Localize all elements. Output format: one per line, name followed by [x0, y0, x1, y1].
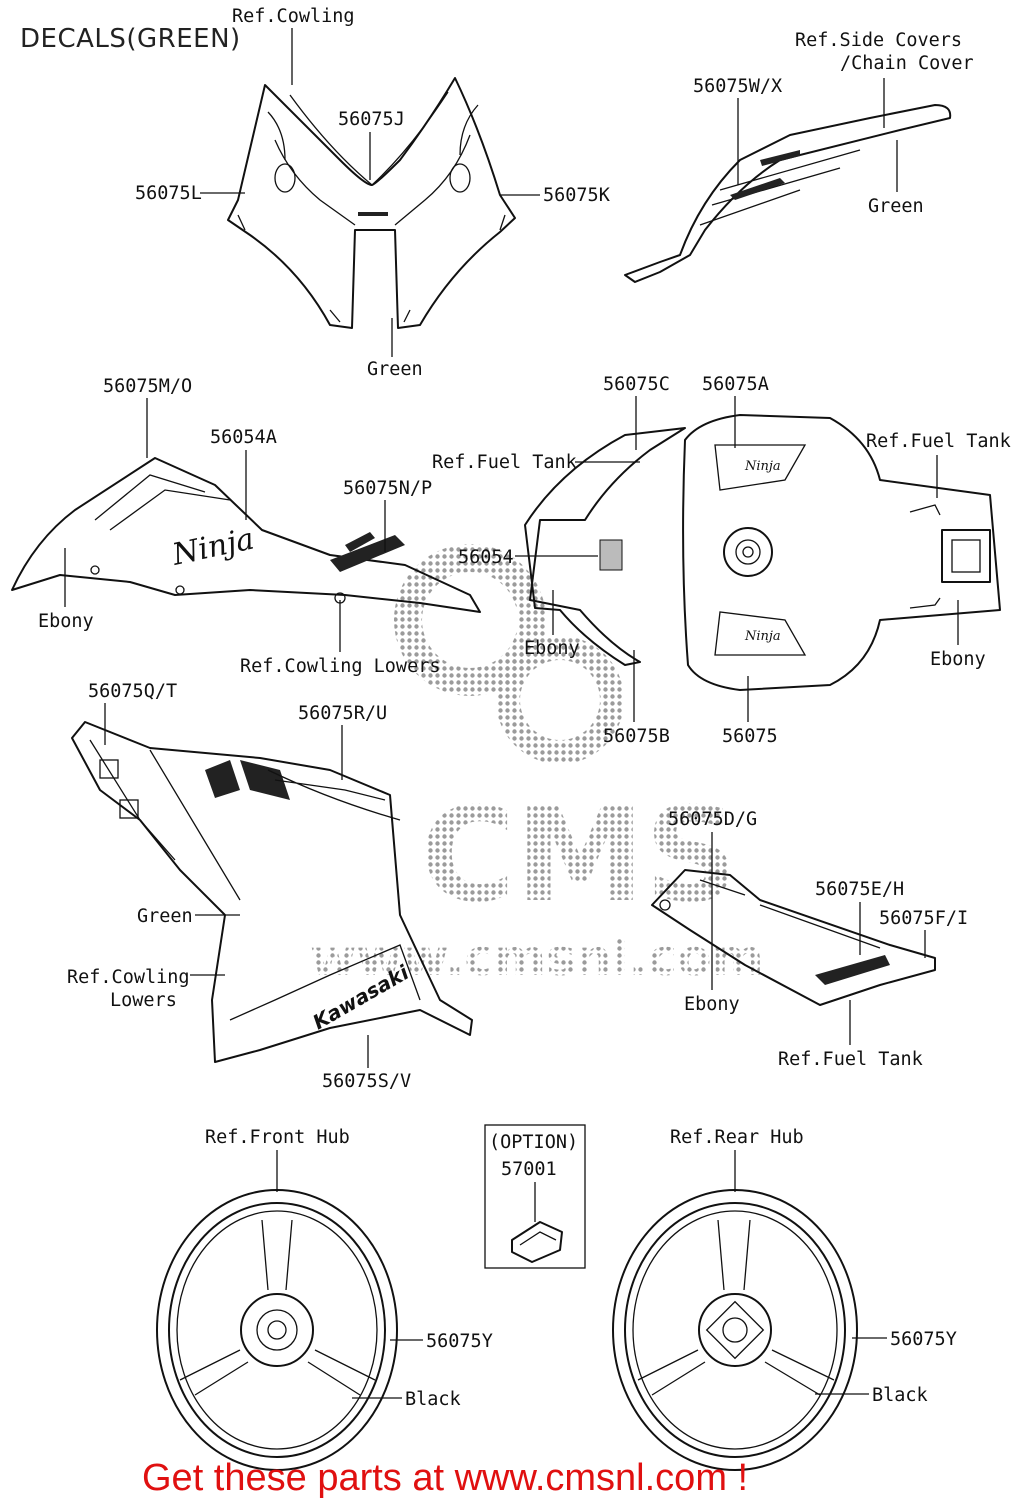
label-56075Y-front: 56075Y	[426, 1331, 493, 1352]
label-chain-cover: /Chain Cover	[840, 53, 974, 74]
label-56075L: 56075L	[135, 183, 202, 204]
label-ref-fuel-tank-3: Ref.Fuel Tank	[778, 1049, 923, 1070]
label-56075FI: 56075F/I	[879, 908, 968, 929]
watermark-subtext: www.cmsnl.com	[310, 929, 764, 987]
label-56075J: 56075J	[338, 109, 405, 130]
label-green-tail: Green	[868, 196, 924, 217]
label-56075: 56075	[722, 726, 778, 747]
label-56075C: 56075C	[603, 374, 670, 395]
label-56075WX: 56075W/X	[693, 76, 782, 97]
label-56054: 56054	[458, 547, 514, 568]
label-option: (OPTION)	[489, 1132, 578, 1153]
label-green-lower: Green	[137, 906, 193, 927]
watermark-text: CMS	[420, 779, 738, 931]
label-ref-front-hub: Ref.Front Hub	[205, 1127, 350, 1148]
label-black-front: Black	[405, 1389, 461, 1410]
label-56075Y-rear: 56075Y	[890, 1329, 957, 1350]
label-ref-side-covers: Ref.Side Covers	[795, 30, 962, 51]
label-ebony-tank: Ebony	[524, 638, 580, 659]
label-56075QT: 56075Q/T	[88, 681, 177, 702]
label-56075DG: 56075D/G	[668, 809, 757, 830]
option-box[interactable]: (OPTION) 57001	[484, 1124, 586, 1269]
label-ref-cowling-lowers-1: Ref.Cowling Lowers	[240, 656, 440, 677]
label-black-rear: Black	[872, 1385, 928, 1406]
lower-cowling[interactable]: Kawasaki	[71, 721, 473, 1063]
label-56075EH: 56075E/H	[815, 879, 904, 900]
label-56075K: 56075K	[543, 185, 611, 206]
fuel-tank[interactable]: Ninja Ninja	[524, 414, 1001, 691]
label-56075SV: 56075S/V	[322, 1071, 411, 1092]
label-ref-fuel-tank-2: Ref.Fuel Tank	[432, 452, 577, 473]
upper-cowling[interactable]	[227, 77, 516, 329]
rear-wheel[interactable]	[612, 1189, 858, 1471]
footer-link[interactable]: Get these parts at www.cmsnl.com !	[142, 1457, 748, 1499]
side-cowling-upper[interactable]: Ninja	[11, 457, 481, 613]
watermark: CMS www.cmsnl.com	[310, 544, 764, 987]
page-title: DECALS(GREEN)	[20, 24, 241, 54]
tail-cover[interactable]	[624, 104, 952, 283]
label-ebony-cover: Ebony	[684, 994, 740, 1015]
label-56075B: 56075B	[603, 726, 670, 747]
label-57001: 57001	[501, 1159, 557, 1180]
label-56075A: 56075A	[702, 374, 769, 395]
label-56075MO: 56075M/O	[103, 376, 192, 397]
label-ref-cowling-lowers-2a: Ref.Cowling	[67, 967, 190, 988]
label-56075NP: 56075N/P	[343, 478, 432, 499]
front-wheel[interactable]	[156, 1189, 398, 1471]
label-ref-cowling-lowers-2b: Lowers	[110, 990, 177, 1011]
label-ebony-right: Ebony	[930, 649, 986, 670]
tank-logo-top: Ninja	[744, 459, 781, 474]
label-ebony-left: Ebony	[38, 611, 94, 632]
label-ref-fuel-tank-1: Ref.Fuel Tank	[866, 431, 1011, 452]
label-56075RU: 56075R/U	[298, 703, 387, 724]
label-ref-rear-hub: Ref.Rear Hub	[670, 1127, 804, 1148]
label-green-upper: Green	[367, 359, 423, 380]
label-56054A: 56054A	[210, 427, 277, 448]
label-ref-cowling: Ref.Cowling	[232, 6, 355, 27]
ninja-logo: Ninja	[168, 521, 257, 573]
tank-logo-bottom: Ninja	[744, 629, 781, 644]
